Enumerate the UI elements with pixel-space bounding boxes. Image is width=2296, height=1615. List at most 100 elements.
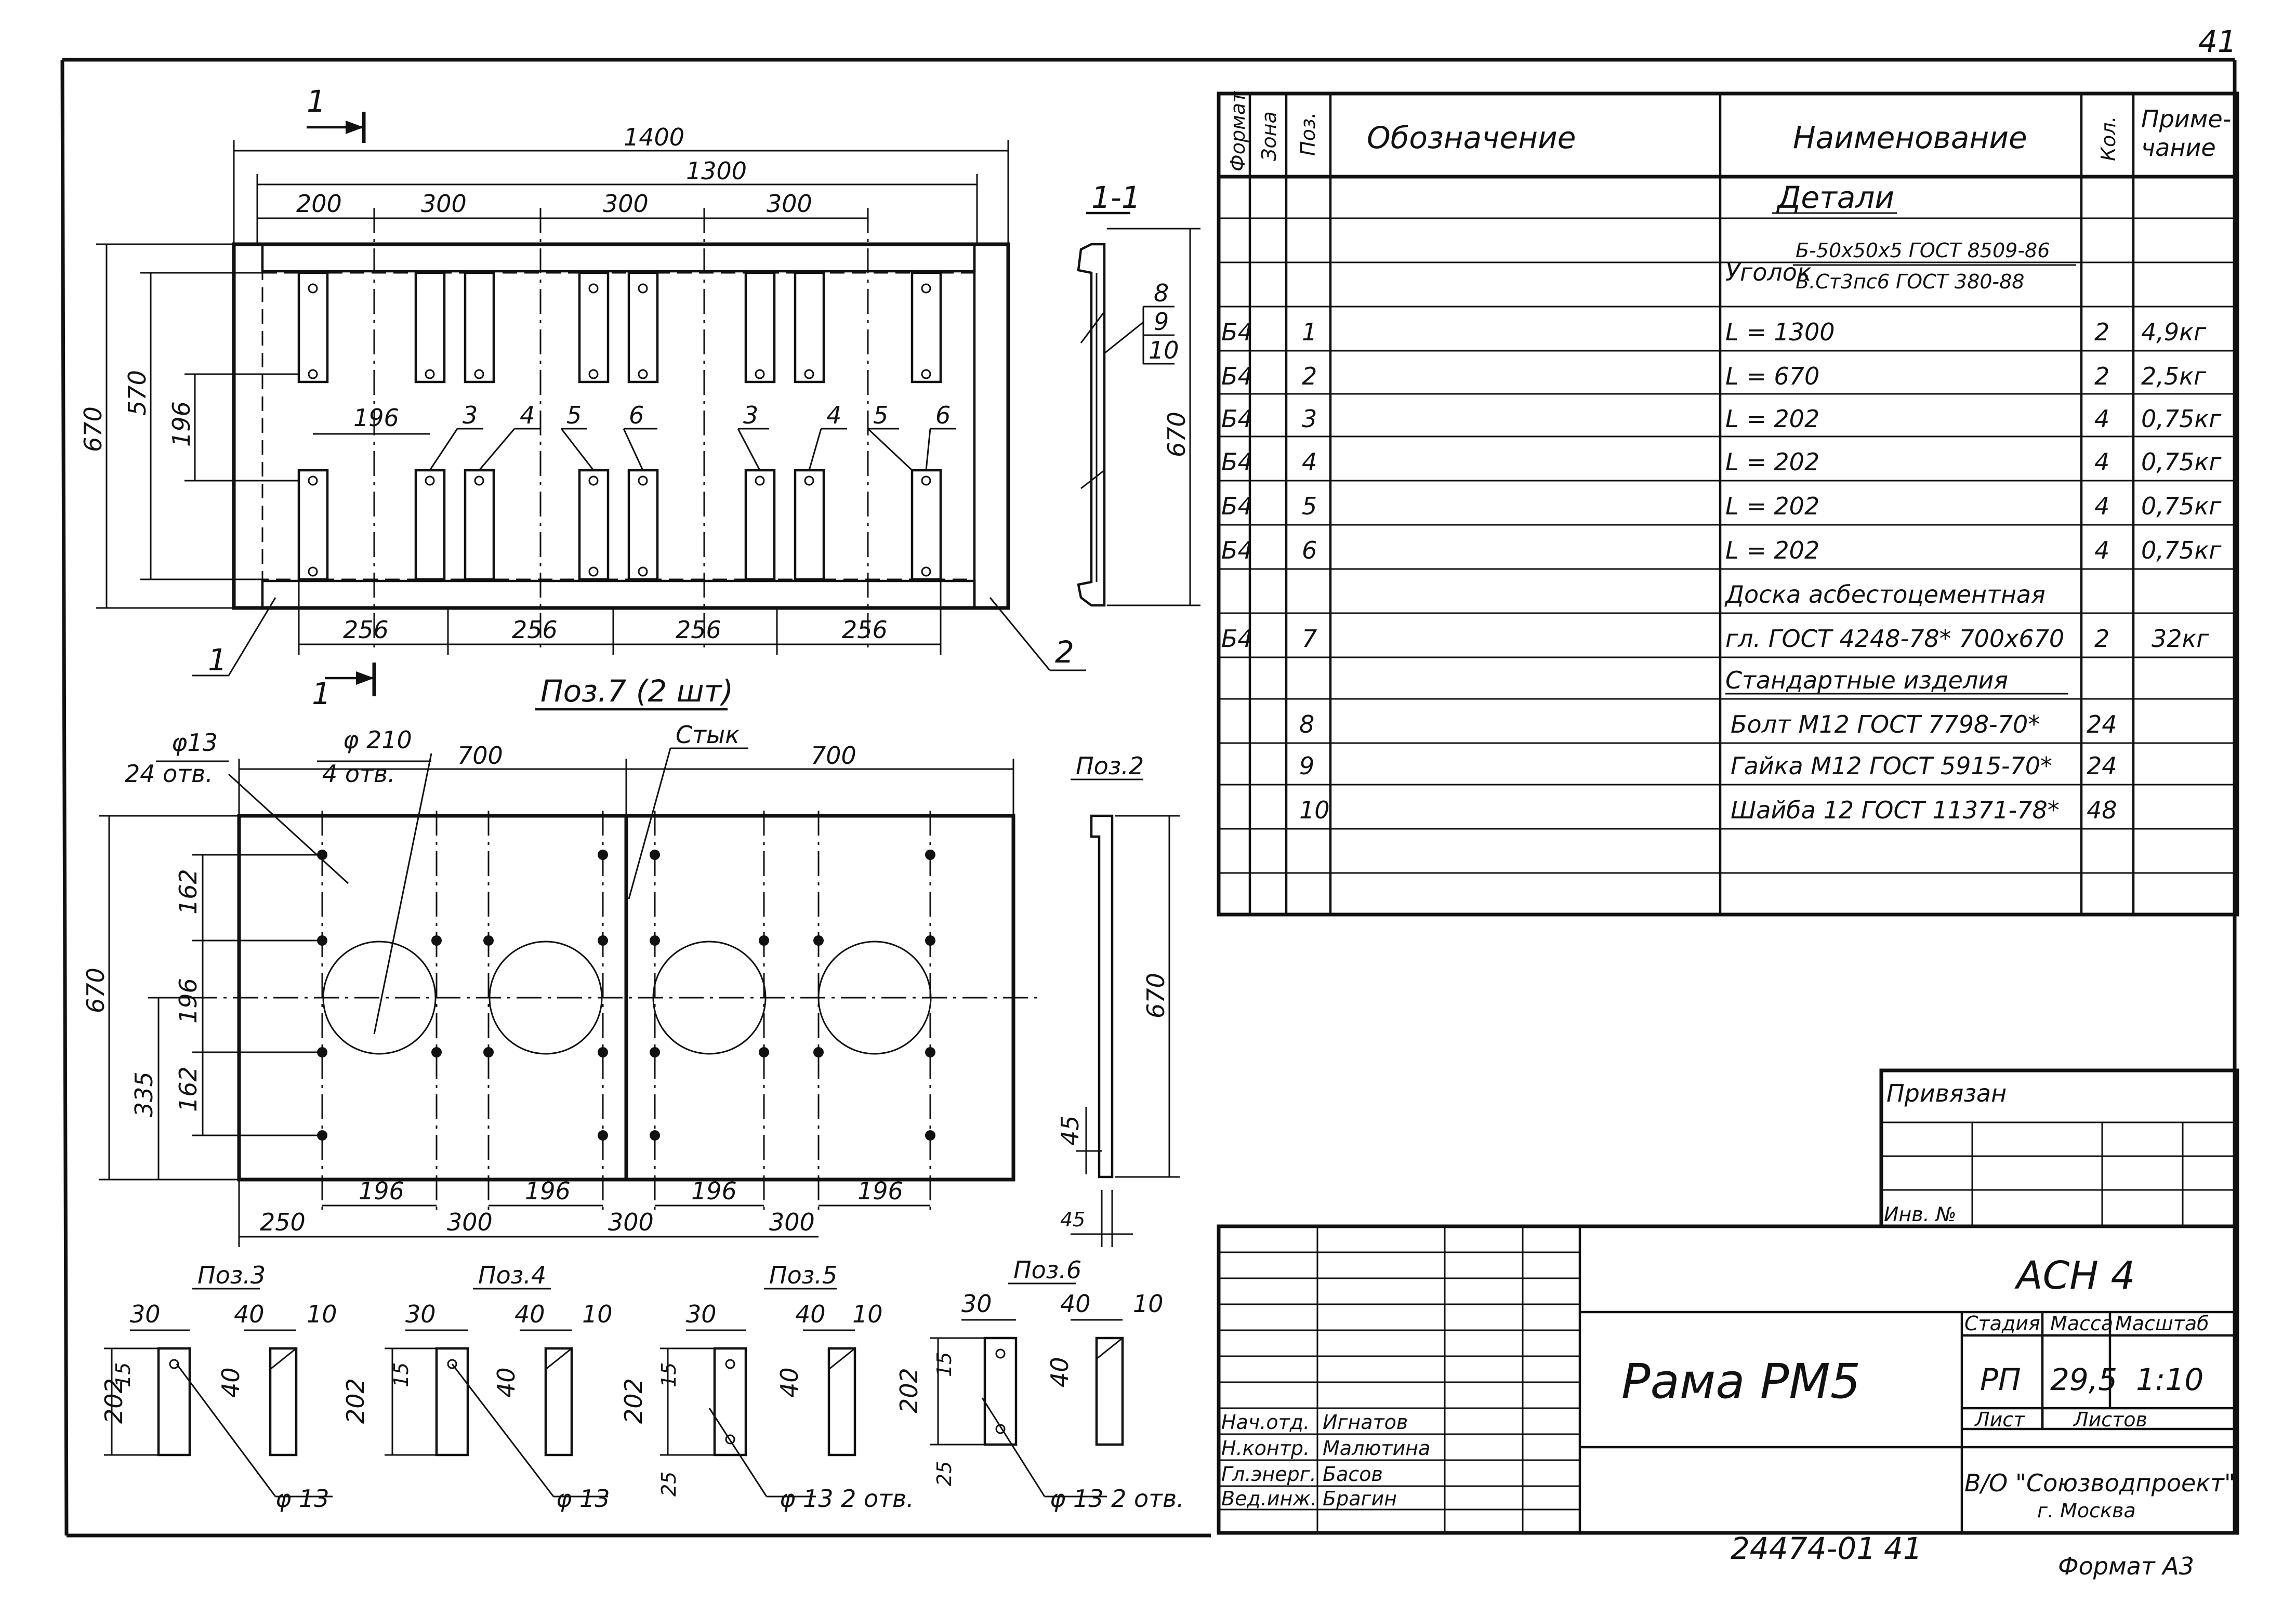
pos6-hole: φ 13 2 отв. [1050,1485,1184,1513]
pos4-h: 202 [341,1378,370,1424]
std-row-name: Болт М12 ГОСТ 7798-70* [1731,710,2040,738]
dim-bottom-3: 256 [676,616,721,644]
pos5-e: 15 [657,1362,680,1387]
row-qty: 4 [2094,492,2109,520]
doc-page: 41 [1884,1531,1922,1566]
pos6-title: Поз.6 [1013,1256,1081,1284]
dim-bottom-1: 256 [343,616,389,644]
section-title: 1-1 [1091,180,1141,215]
board-note: 32кг [2152,625,2209,653]
page-number: 41 [2198,24,2237,59]
row-qty: 4 [2094,405,2109,433]
plate-dim-height: 670 [82,968,110,1013]
std-row-pos: 9 [1299,752,1314,780]
std-row-name: Гайка М12 ГОСТ 5915-70* [1731,752,2052,780]
row-name: L = 1300 [1725,318,1835,346]
stamp-inv: Инв. № [1884,1203,1956,1226]
small-parts: Поз.3 30 40 10 202 15 40 φ 13 Поз. [100,1256,1184,1513]
dim-strap-gap: 196 [167,401,195,447]
pos5-title: Поз.5 [769,1261,837,1289]
row-name: L = 202 [1725,405,1819,433]
pos5-h: 202 [619,1378,648,1424]
pos3-h: 202 [100,1378,128,1424]
pos2-title: Поз.2 [1076,752,1144,780]
stamp-scale: 1:10 [2136,1362,2203,1397]
row-name: L = 670 [1725,362,1819,390]
row-format: Б4 [1221,448,1253,476]
row-pos: 3 [1302,405,1317,433]
row-name: L = 202 [1725,536,1819,564]
section-item-9: 9 [1154,308,1169,336]
pos2-dim-45b: 45 [1060,1208,1085,1231]
plate-title: Поз.7 (2 шт) [540,673,733,709]
row-format: Б4 [1221,318,1253,346]
pos5-w2: 40 [795,1300,826,1328]
row-name: L = 202 [1725,492,1819,520]
part-pos3: Поз.3 30 40 10 202 15 40 φ 13 [100,1261,337,1513]
plate-bottom-300-2: 300 [608,1208,654,1236]
part-pos5: Поз.5 30 40 10 202 15 25 40 φ 13 2 отв. [619,1261,914,1513]
plate-dim-162-bottom: 162 [174,1066,202,1112]
section-item-8: 8 [1154,279,1169,307]
section-item-10: 10 [1149,336,1179,364]
dim-bottom-2: 256 [512,616,558,644]
dim-spacing-4: 300 [767,190,812,218]
pos4-title: Поз.4 [478,1261,546,1289]
plate-dim-196: 196 [174,978,202,1024]
pos3-w3: 10 [307,1300,337,1328]
row-note: 0,75кг [2141,492,2222,520]
label-pos-6b: 6 [935,401,951,429]
joint-label: Стык [676,721,740,749]
stamp-name: Малютина [1323,1437,1430,1460]
row-format: Б4 [1221,492,1253,520]
dim-spacing-3: 300 [603,190,649,218]
std-row-name: Шайба 12 ГОСТ 11371-78* [1731,796,2060,824]
pos4-side: 40 [492,1367,520,1398]
header-qty: Кол. [2097,116,2120,161]
section-mark-top: 1 [307,84,326,119]
row-format: Б4 [1221,405,1253,433]
label-pos-6a: 6 [629,401,644,429]
plate-bottom-250: 250 [260,1208,306,1236]
header-name: Наименование [1793,120,2027,155]
board-format: Б4 [1221,625,1253,653]
row-note: 4,9кг [2141,318,2207,346]
std-row-pos: 10 [1299,796,1330,824]
stamp-scale-header: Масштаб [2115,1312,2209,1335]
spec-table: Формат Зона Поз. Обозначение Наименовани… [1217,90,2239,917]
stamp-sheet-header: Лист [1974,1408,2026,1431]
section-height-dim: 670 [1163,412,1191,457]
pos2-height: 670 [1142,973,1170,1018]
stamp-org-2: г. Москва [2037,1499,2136,1522]
pos2-dim-45a: 45 [1056,1115,1084,1146]
stamp-mass: 29,5 [2050,1362,2117,1397]
section-standard: Стандартные изделия [1725,666,2008,694]
pos3-e: 15 [112,1362,135,1387]
stamp-role: Вед.инж. [1221,1487,1317,1510]
plate-bottom-196-4: 196 [857,1177,903,1205]
plate-bottom-300-3: 300 [769,1208,815,1236]
row-qty: 4 [2094,536,2109,564]
stamp-name: Брагин [1323,1487,1397,1510]
row-note: 0,75кг [2141,448,2222,476]
std-row-qty: 24 [2087,752,2117,780]
pos4-w3: 10 [582,1300,613,1328]
callout-pos-2: 2 [1055,634,1074,670]
stamp-role: Нач.отд. [1221,1411,1310,1434]
part-pos4: Поз.4 30 40 10 202 15 40 φ 13 [341,1261,613,1513]
pos5-hole: φ 13 2 отв. [780,1485,914,1513]
row-pos: 1 [1302,318,1317,346]
stamp-name: Игнатов [1323,1411,1408,1434]
part-pos6: Поз.6 30 40 10 202 15 25 40 φ 13 2 отв. [895,1256,1184,1513]
header-format: Формат [1226,90,1249,171]
board-line2: гл. ГОСТ 4248-78* 700x670 [1725,625,2064,653]
dim-frame-inner-height: 570 [123,370,151,416]
callout-pos-1: 1 [208,642,227,678]
std-row-pos: 8 [1299,710,1314,738]
dim-frame-height: 670 [79,406,107,452]
pos6-bot: 25 [933,1461,956,1486]
label-pos-5b: 5 [873,401,888,429]
stamp-role: Гл.энерг. [1221,1463,1316,1486]
